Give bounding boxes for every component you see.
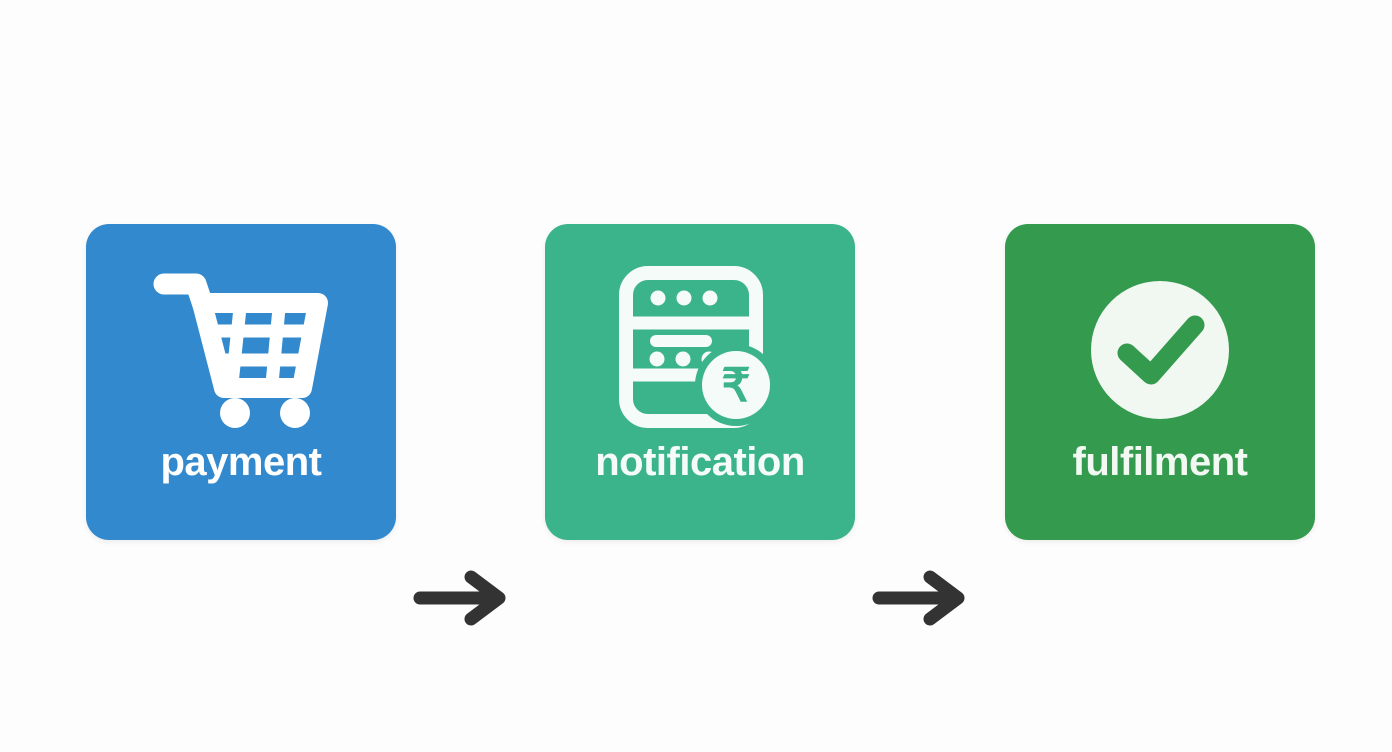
- invoice-rupee-badge-icon: ₹: [600, 262, 800, 438]
- flow-step-label: notification: [595, 440, 805, 484]
- process-flow-row: payment: [0, 224, 1392, 626]
- shopping-cart-icon: [141, 262, 341, 438]
- flow-step-label: fulfilment: [1072, 440, 1248, 484]
- flow-step-payment[interactable]: payment: [86, 224, 396, 540]
- arrow-right-icon: [413, 570, 512, 626]
- check-circle-icon: [1060, 262, 1260, 438]
- svg-text:₹: ₹: [721, 359, 750, 411]
- flow-step-label: payment: [160, 440, 323, 484]
- flow-step-notification[interactable]: ₹ notification: [545, 224, 855, 540]
- flow-step-fulfilment[interactable]: fulfilment: [1005, 224, 1315, 540]
- arrow-right-icon: [872, 570, 971, 626]
